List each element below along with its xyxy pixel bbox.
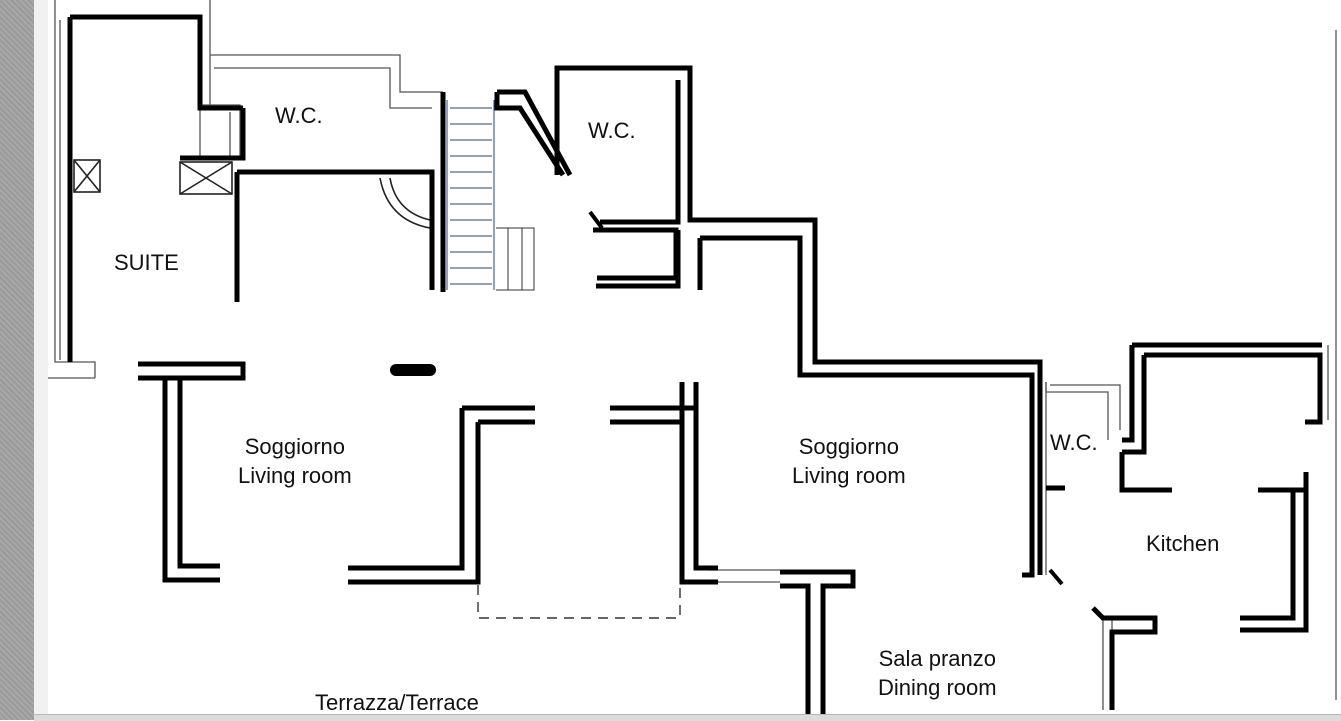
terrace-outline — [477, 585, 681, 619]
room-label-line: Kitchen — [1146, 531, 1220, 556]
room-label-wc-3: W.C. — [1050, 428, 1098, 457]
outer-thin-wall — [54, 0, 96, 378]
room-label-line: SUITE — [114, 250, 179, 275]
dining-wall — [780, 569, 856, 715]
room-label-line: W.C. — [588, 118, 636, 143]
door-jamb — [1048, 568, 1064, 586]
door-swings — [73, 159, 431, 229]
kitchen-top-wall — [1144, 352, 1323, 425]
room-label-line: W.C. — [275, 103, 323, 128]
room-label-terrace: Terrazza/Terrace — [315, 688, 479, 717]
fireplace-mark — [390, 364, 436, 376]
room-label-kitchen: Kitchen — [1146, 529, 1219, 558]
room-label-dining: Sala pranzo Dining room — [878, 644, 997, 702]
walls — [67, 14, 1323, 715]
room-label-line: Soggiorno — [798, 434, 900, 459]
room-label-living-center: Soggiorno Living room — [792, 432, 906, 490]
living-right-wall — [700, 235, 1035, 578]
room-label-line: Dining room — [878, 675, 997, 700]
room-label-living-left: Soggiorno Living room — [238, 432, 352, 490]
suite-top-wall — [70, 14, 243, 111]
living-left-west-wall — [162, 378, 220, 583]
central-wall — [554, 65, 1043, 382]
room-label-line: Living room — [238, 463, 352, 488]
kitchen-east-wall — [1240, 472, 1309, 633]
room-label-line: Living room — [792, 463, 906, 488]
scan-margin — [0, 0, 34, 720]
room-label-line: W.C. — [1050, 430, 1098, 455]
room-label-line: Soggiorno — [244, 434, 346, 459]
room-label-wc-1: W.C. — [275, 101, 323, 130]
room-label-suite: SUITE — [114, 248, 179, 277]
room-label-line: Terrazza/Terrace — [315, 690, 479, 715]
scan-edge — [34, 0, 48, 720]
window-bottom-bar — [34, 714, 1341, 721]
living-left-top-wall — [138, 361, 246, 381]
room-label-wc-2: W.C. — [588, 116, 636, 145]
staircase — [446, 100, 535, 291]
room-label-line: Sala pranzo — [878, 646, 997, 671]
